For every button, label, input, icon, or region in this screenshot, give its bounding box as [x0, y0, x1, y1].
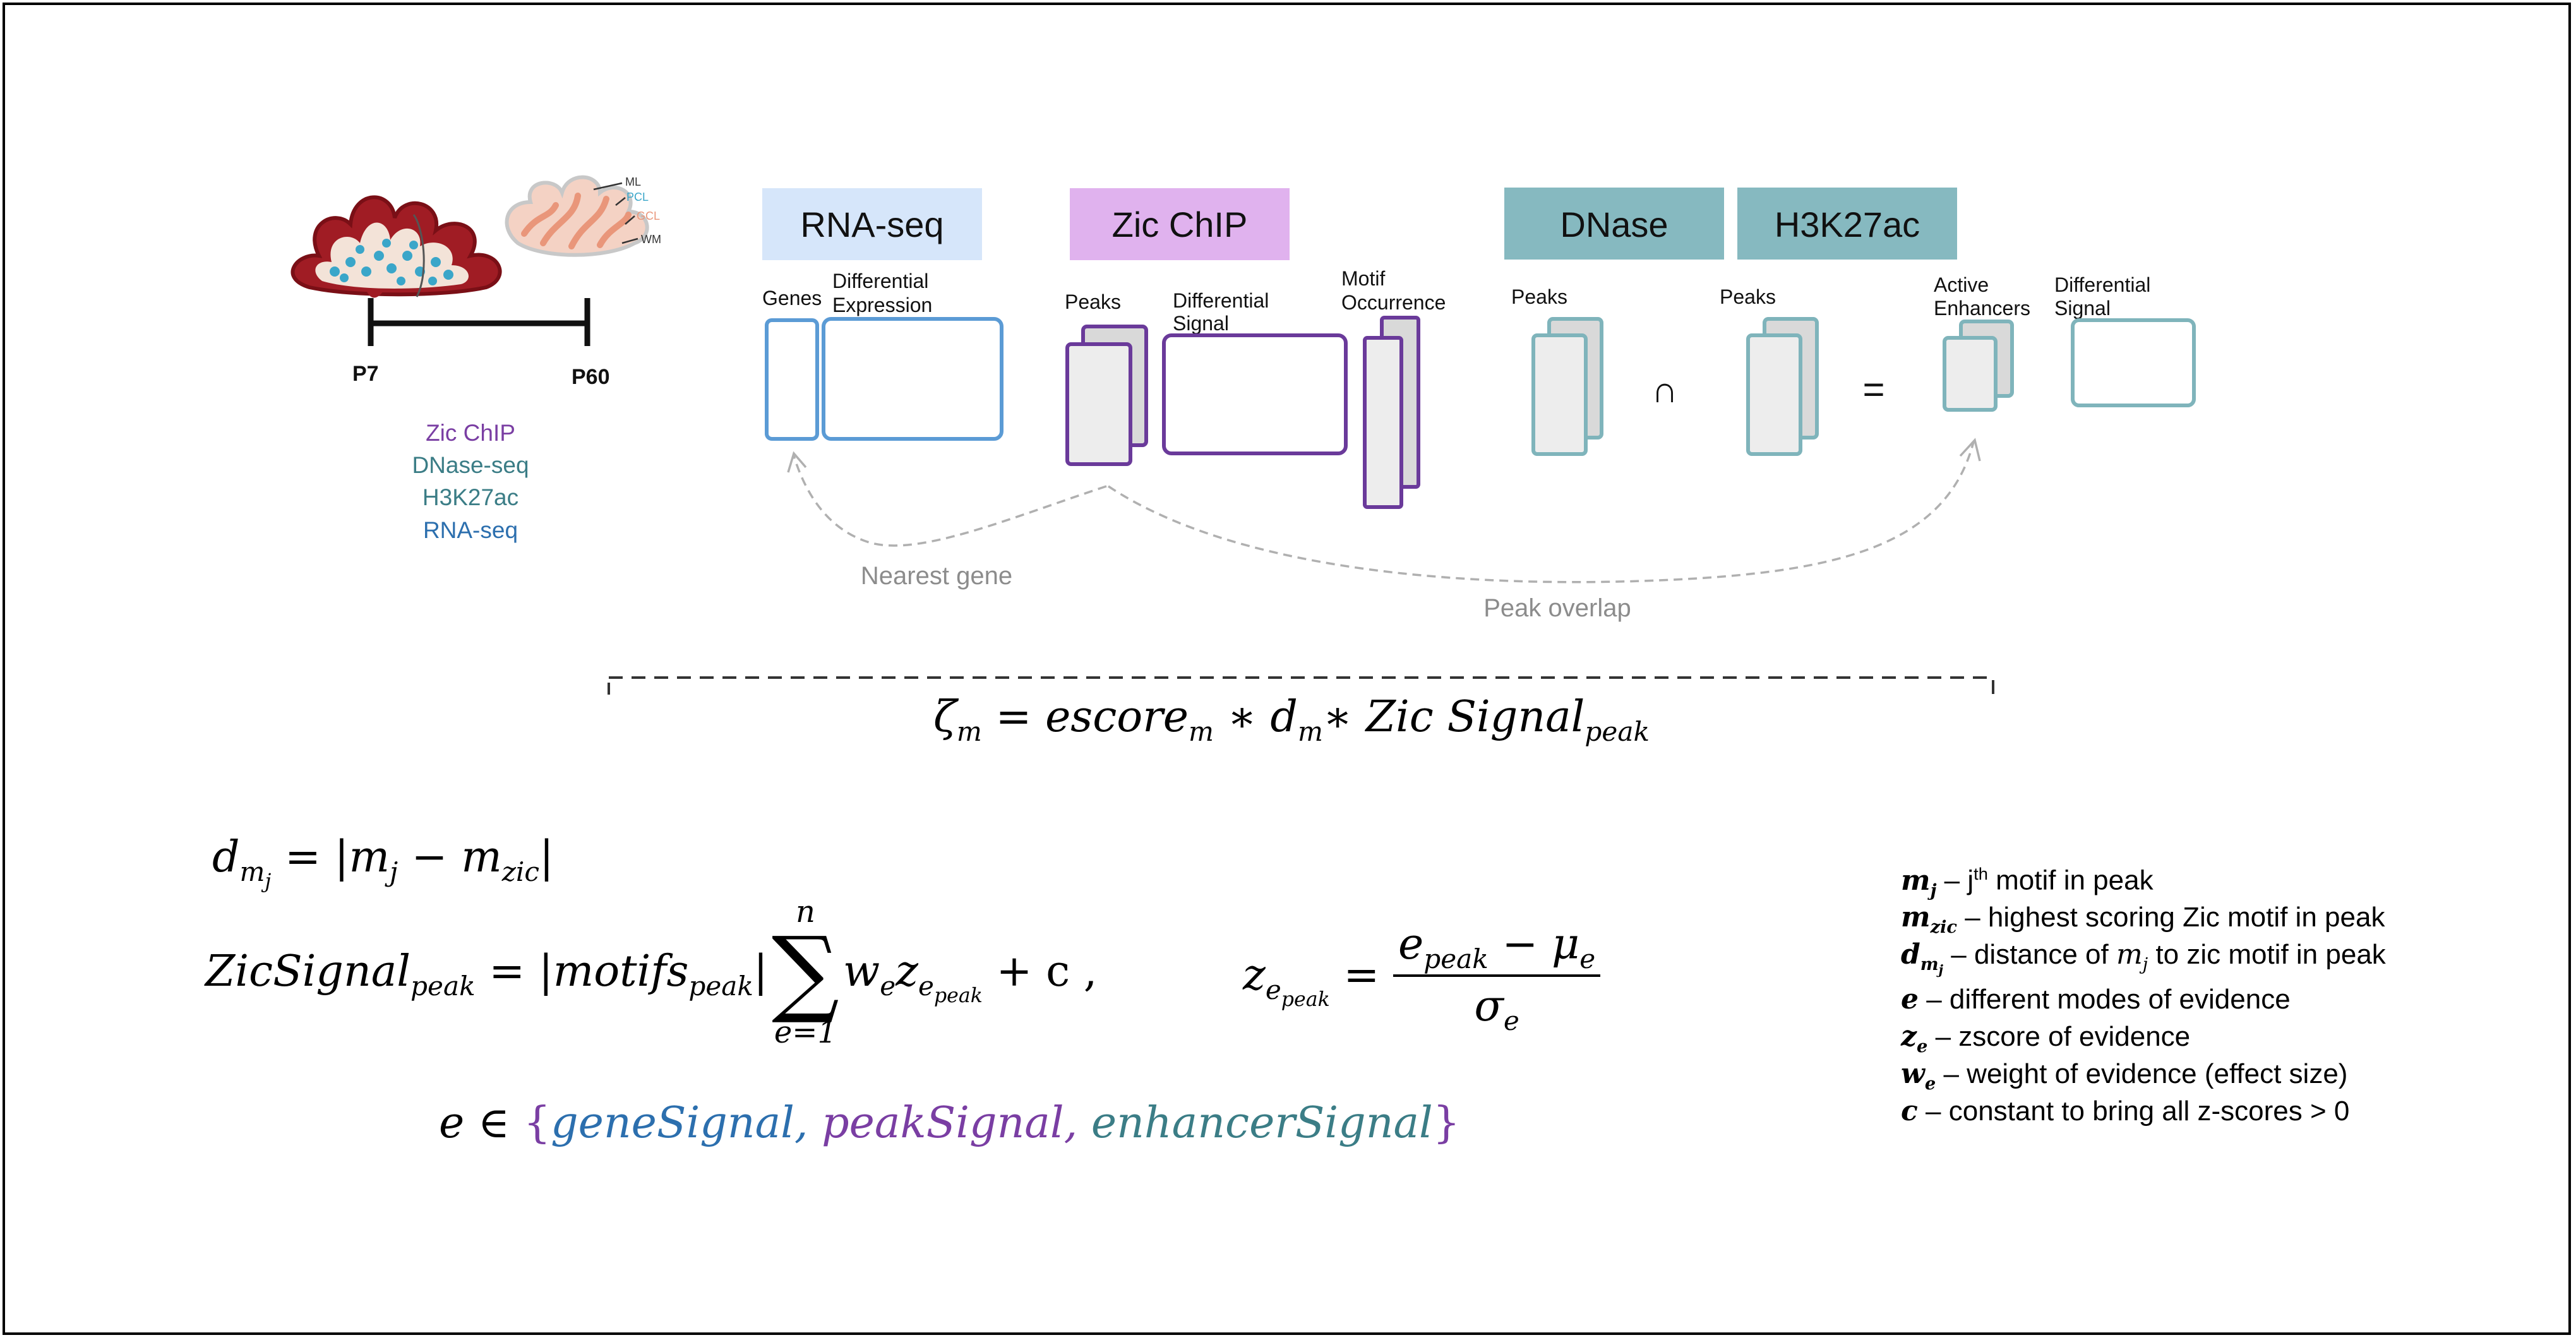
layer-label-pcl: PCL — [626, 191, 649, 203]
intersect-symbol: ∩ — [1651, 369, 1678, 410]
dnase-panel: DNase Peaks ∩ — [1504, 188, 1724, 456]
legend-item: mzic – highest scoring Zic motif in peak — [1901, 901, 2385, 937]
nearest-gene-arrow — [793, 455, 1107, 547]
diff-expression-box — [822, 317, 1003, 441]
genes-label: Genes — [762, 287, 822, 309]
enh-diff-signal-box — [2071, 318, 2196, 407]
arrowhead-icon — [787, 451, 807, 473]
zic-chip-panel: Zic ChIP Peaks Differential Signal Motif… — [1065, 188, 1446, 509]
rna-seq-title: RNA-seq — [800, 205, 944, 244]
dnase-title: DNase — [1560, 205, 1668, 244]
h3k27ac-peaks-box — [1746, 333, 1802, 456]
cerebellum-p60-image: ML PCL GCL WM — [505, 175, 661, 257]
zic-diff-signal-label-line1: Differential — [1173, 289, 1269, 312]
assay-dnase-seq: DNase-seq — [412, 452, 529, 478]
h3k27ac-peaks-label: Peaks — [1720, 285, 1776, 308]
zic-chip-title: Zic ChIP — [1112, 205, 1248, 244]
evidence-set: e ∈ {geneSignal, peakSignal, enhancerSig… — [439, 1098, 1461, 1148]
enhancer-signal-term: enhancerSignal — [1091, 1098, 1433, 1148]
layer-label-ml: ML — [625, 176, 641, 188]
zic-peaks-box — [1065, 342, 1132, 466]
timeline — [368, 298, 590, 346]
peak-signal-term: peakSignal — [822, 1098, 1064, 1148]
layer-label-gcl: GCL — [637, 210, 660, 222]
dnase-header — [1504, 188, 1724, 260]
workflow-diagram: ML PCL GCL WM P7 P60 Zic ChIP DNase-seq … — [291, 175, 2196, 695]
zic-peaks-label: Peaks — [1065, 290, 1121, 313]
motif-label-line2: Occurrence — [1341, 291, 1446, 314]
zeta-formula: ζm = escorem ∗ dm∗ Zic Signalpeak — [933, 692, 1650, 747]
active-enhancers-label-line1: Active — [1934, 273, 1989, 296]
dnase-peaks-label: Peaks — [1511, 285, 1567, 308]
genes-box — [765, 318, 819, 441]
summation-icon: n∑e=1 — [771, 894, 839, 1050]
motif-label-line1: Motif — [1341, 267, 1385, 290]
assay-rna-seq: RNA-seq — [423, 517, 518, 543]
zic-diff-signal-box — [1162, 333, 1348, 455]
rna-seq-panel: RNA-seq Genes Differential Expression — [762, 188, 1003, 441]
active-enhancers-label-line2: Enhancers — [1934, 297, 2030, 320]
arrowhead-icon — [1959, 438, 1981, 462]
peak-overlap-label: Peak overlap — [1483, 594, 1631, 622]
legend-item: e – different modes of evidence — [1901, 983, 2291, 1015]
h3k27ac-title: H3K27ac — [1775, 205, 1920, 244]
h3k27ac-panel: H3K27ac Peaks = Active Enhancers Differe… — [1720, 188, 2196, 456]
gene-signal-term: geneSignal — [551, 1098, 794, 1148]
zeta-symbol: ζm — [933, 692, 982, 747]
legend-item: ze – zscore of evidence — [1901, 1020, 2191, 1056]
timeline-end-label: P60 — [572, 365, 610, 389]
enh-diff-signal-label-line2: Signal — [2054, 297, 2111, 320]
zic-diff-signal-label-line2: Signal — [1173, 312, 1229, 335]
cerebellum-p7-image — [291, 195, 502, 298]
legend-item: we – weight of evidence (effect size) — [1901, 1058, 2348, 1094]
motif-box — [1363, 336, 1403, 509]
assay-zic-chip: Zic ChIP — [426, 420, 515, 446]
zeta-formula-box — [608, 676, 1994, 695]
legend-item: c – constant to bring all z-scores > 0 — [1901, 1095, 2350, 1127]
rna-seq-header — [762, 188, 982, 260]
h3k27ac-header — [1737, 188, 1957, 260]
enh-diff-signal-label-line1: Differential — [2054, 273, 2150, 296]
diff-expression-label-line2: Expression — [832, 294, 932, 316]
dnase-peaks-box — [1531, 333, 1588, 456]
active-enhancers-box — [1943, 336, 1998, 412]
legend-item: mj – jth motif in peak — [1901, 864, 2154, 900]
timeline-start-label: P7 — [352, 362, 379, 386]
equals-symbol: = — [1862, 368, 1884, 410]
figure-frame — [3, 3, 2571, 1335]
peak-overlap-arrow — [1108, 441, 1975, 583]
layer-label-wm: WM — [641, 233, 661, 246]
zic-chip-header — [1070, 188, 1290, 260]
legend-item: dmj – distance of mj to zic motif in pea… — [1901, 938, 2386, 978]
nearest-gene-label: Nearest gene — [861, 562, 1012, 590]
diff-expression-label-line1: Differential — [832, 270, 928, 292]
distance-equation: dmj = |mj − mzic| — [212, 832, 554, 893]
assay-h3k27ac: H3K27ac — [422, 484, 518, 510]
